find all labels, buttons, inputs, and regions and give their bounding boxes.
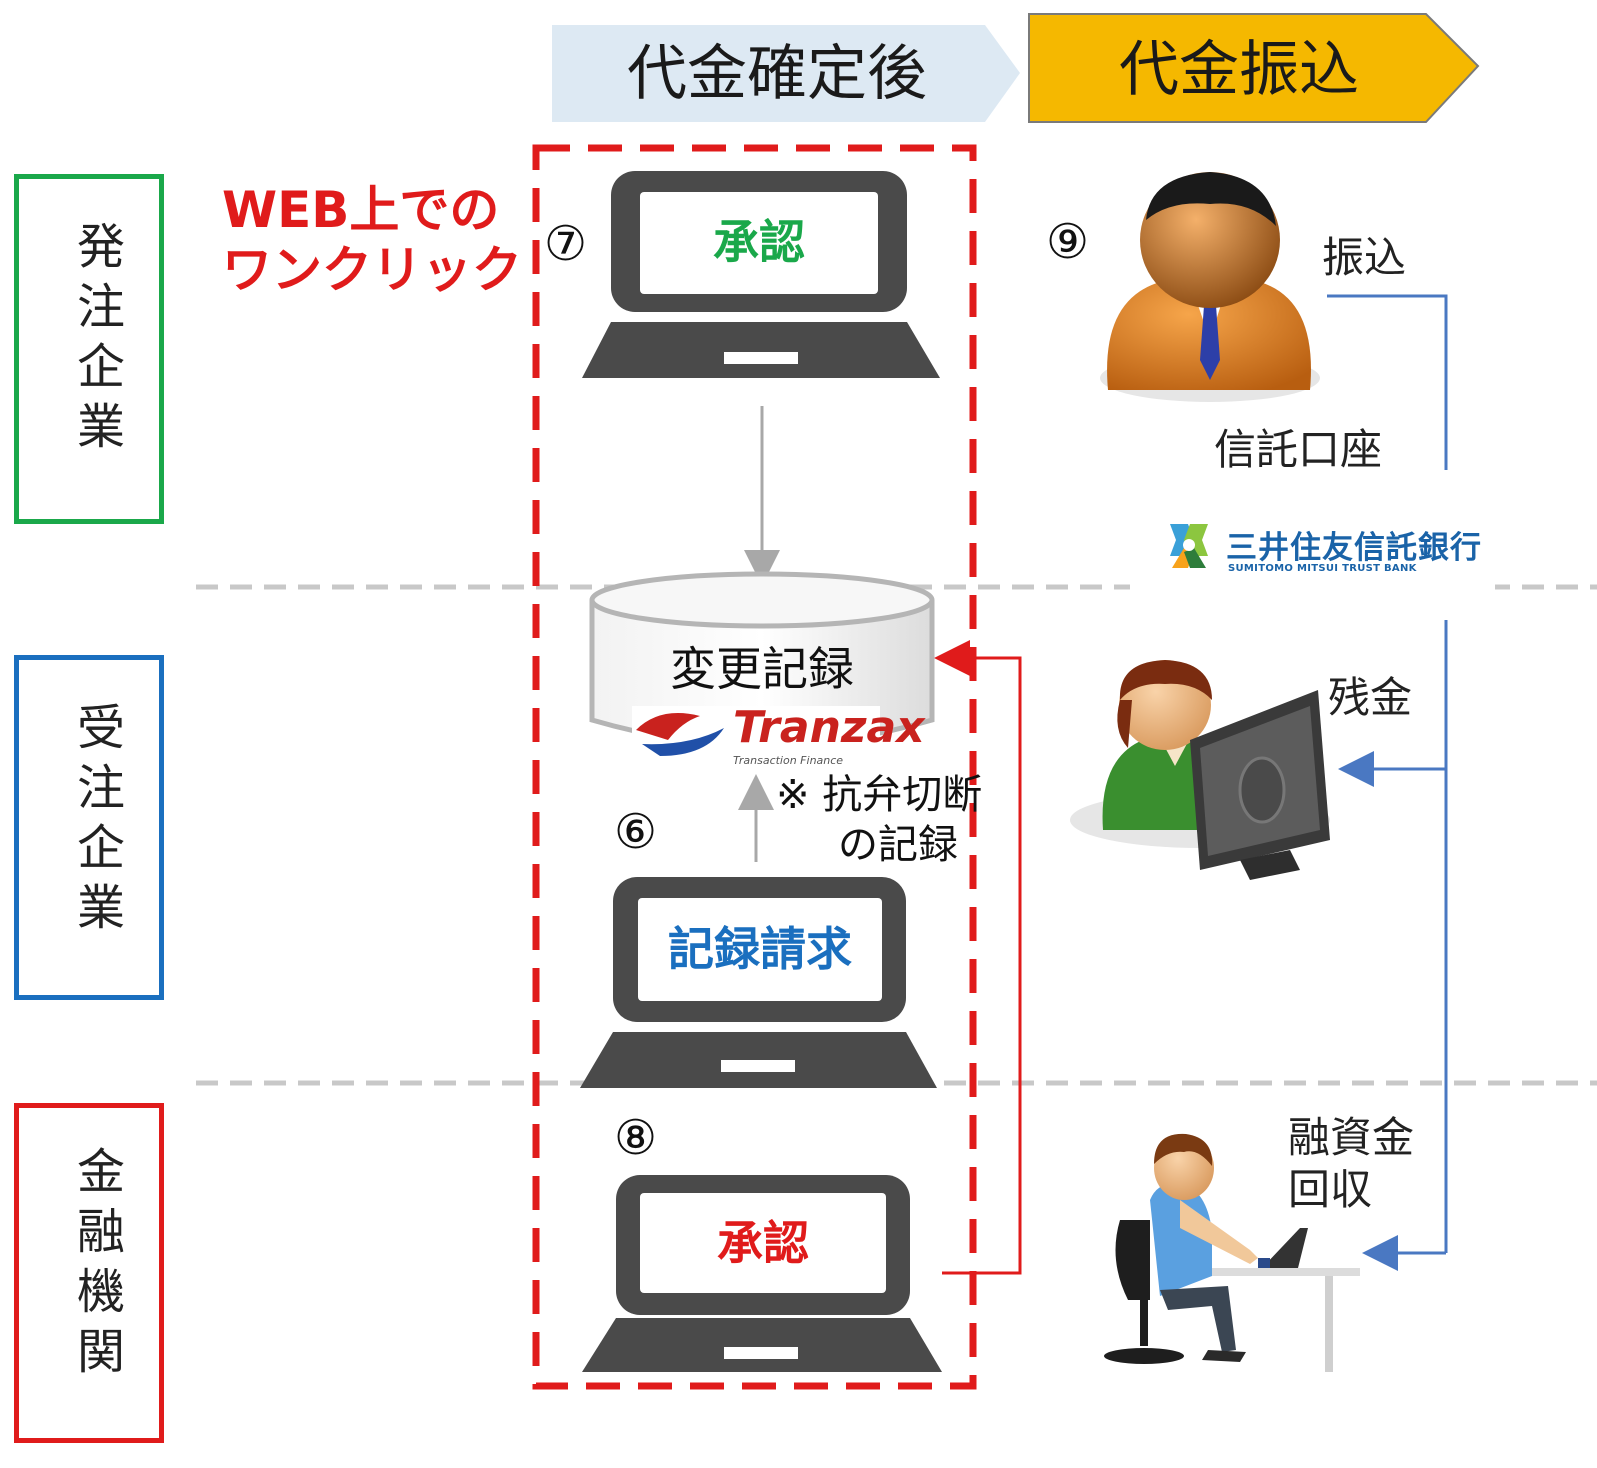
defense-cutoff-line1: ※ 抗弁切断 (776, 772, 983, 818)
transfer-label: 振込 (1322, 233, 1407, 282)
step-9-number: ⑨ (1046, 214, 1090, 270)
bank-person-icon (1104, 1133, 1360, 1372)
tranzax-logo-mark (632, 706, 880, 768)
phase-arrow-after-confirm (552, 25, 1020, 122)
web-oneclick-line1: WEB上での (222, 181, 500, 239)
supplier-person-icon (1070, 660, 1330, 880)
phase-arrow-transfer (1028, 13, 1480, 123)
tranzax-logo-subtext: Transaction Finance (733, 754, 844, 767)
tranzax-logo-text: Tranzax (733, 702, 925, 753)
bank-logo-name: 三井住友信託銀行 (1226, 530, 1482, 566)
web-oneclick-note: WEB上での ワンクリック (222, 180, 522, 300)
laptop-bank-approve (582, 1175, 942, 1372)
balance-label: 残金 (1328, 673, 1413, 722)
orderer-approve-label: 承認 (713, 215, 805, 269)
role-bank-box: 金融機関 (14, 1103, 164, 1443)
loan-recovery-label: 融資金 回収 (1288, 1112, 1414, 1216)
defense-cutoff-note: ※ 抗弁切断 の記録 (776, 770, 982, 870)
role-supplier-label: 受注企業 (68, 702, 124, 942)
bank-approve-label: 承認 (717, 1216, 809, 1270)
laptop-supplier-request (580, 877, 937, 1088)
phase-transfer-label: 代金振込 (1119, 35, 1359, 105)
trust-account-label: 信託口座 (1214, 425, 1383, 474)
role-orderer-box: 発注企業 (14, 174, 164, 524)
laptop-orderer-approve (582, 171, 940, 378)
step-8-number: ⑧ (614, 1110, 658, 1166)
role-supplier-box: 受注企業 (14, 655, 164, 1000)
role-orderer-label: 発注企業 (68, 221, 124, 461)
bank-logo-mark (1130, 476, 1495, 608)
phase-after-confirm-label: 代金確定後 (627, 39, 927, 109)
web-oneclick-line2: ワンクリック (222, 241, 522, 299)
orderer-person-icon (1100, 172, 1320, 402)
supplier-request-label: 記録請求 (668, 922, 852, 976)
step-6-number: ⑥ (614, 804, 658, 860)
loan-recovery-line2: 回収 (1288, 1165, 1373, 1214)
role-bank-label: 金融機関 (68, 1146, 124, 1386)
defense-cutoff-line2: の記録 (838, 822, 958, 868)
bank-logo-subtext: SUMITOMO MITSUI TRUST BANK (1228, 563, 1417, 574)
change-record-label: 変更記録 (670, 642, 854, 696)
web-oneclick-frame (532, 144, 977, 1390)
step-7-number: ⑦ (544, 216, 588, 272)
loan-recovery-line1: 融資金 (1288, 1113, 1415, 1162)
